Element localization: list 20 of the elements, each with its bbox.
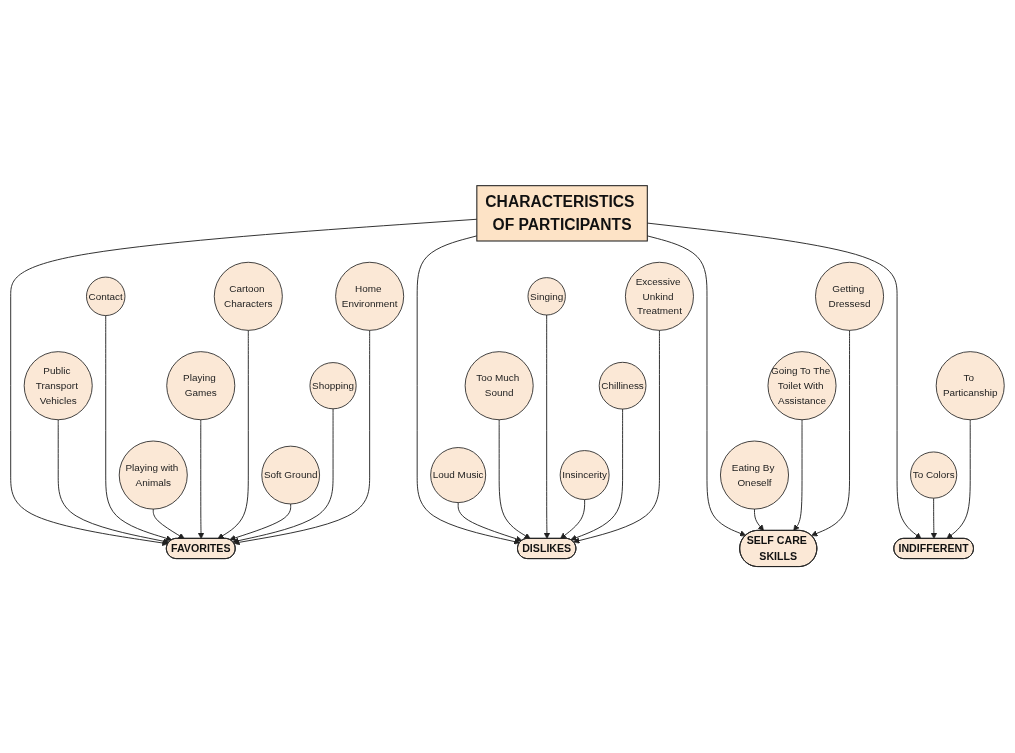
node-circle: Too Much Sound — [464, 351, 534, 421]
node-circle: Public Transport Vehicles — [23, 351, 93, 421]
node-box: CHARACTERISTICS OF PARTICIPANTS — [476, 185, 648, 242]
node-circle: Shopping — [309, 362, 357, 410]
node-circle: Cartoon Characters — [213, 262, 283, 332]
node-circle: To Colors — [910, 451, 958, 499]
node-circle: Going To The Toilet With Assistance — [767, 351, 837, 421]
node-circle: Chilliness — [598, 362, 647, 410]
node-circle: Contact — [86, 277, 126, 317]
node-circle: Playing Games — [166, 351, 236, 421]
node-circle: Getting Dressesd — [815, 262, 885, 332]
node-circle: Home Environment — [335, 262, 405, 332]
node-circle: Singing — [527, 277, 566, 316]
node-circle: Playing with Animals — [118, 440, 188, 510]
node-circle: Loud Music — [430, 447, 487, 504]
node-circle: Eating By Oneself — [720, 440, 789, 510]
node-circle: Insincerity — [559, 450, 610, 501]
node-circle: Excessive Unkind Treatment — [625, 262, 694, 332]
node-circle: To Particanship — [935, 351, 1005, 421]
node-circle: Soft Ground — [261, 446, 321, 505]
